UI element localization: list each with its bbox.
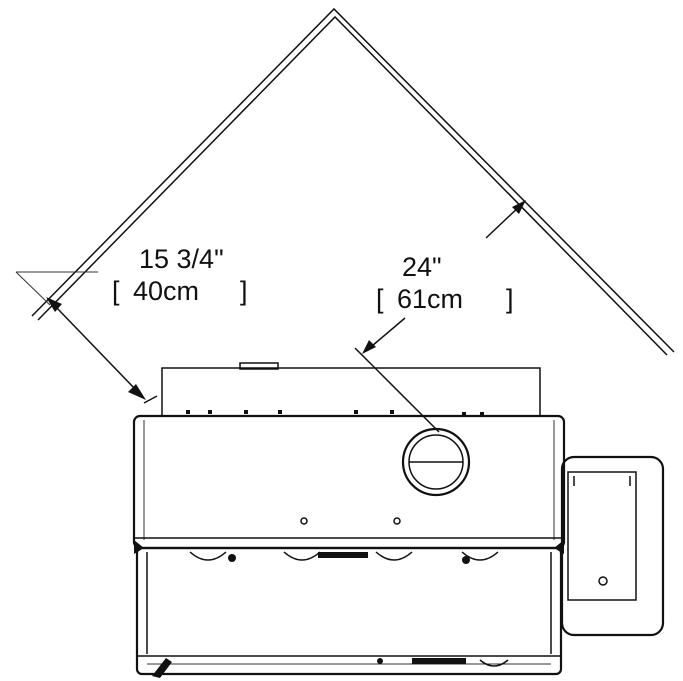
control-box-outer (560, 455, 665, 637)
corner-clearance-imperial: 24" (402, 252, 442, 282)
unit-rear-section (161, 367, 541, 417)
bottom-controls (152, 658, 509, 678)
burner-components (189, 551, 499, 564)
unit-rear-tab (239, 362, 279, 370)
corner-clearance-dimension (354, 200, 526, 433)
corner-clearance-label: 24" [ 61cm ] (376, 252, 514, 314)
side-clearance-dimension (15, 271, 158, 404)
unit-lower-body (135, 546, 563, 676)
svg-text:[: [ (376, 284, 384, 314)
side-clearance-metric: 40cm (133, 276, 199, 306)
side-clearance-imperial: 15 3/4" (139, 244, 224, 274)
vent-pipe (401, 427, 471, 497)
fireplace-unit (132, 362, 566, 678)
rear-fasteners (186, 410, 484, 416)
svg-text:]: ] (240, 276, 248, 306)
mount-hole (393, 517, 401, 525)
unit-main-body (132, 414, 566, 550)
control-box-hole (598, 576, 608, 586)
side-clearance-label: 15 3/4" [ 40cm ] (112, 244, 248, 306)
control-box-panel (567, 471, 637, 601)
svg-text:[: [ (112, 276, 120, 306)
corner-walls (31, 7, 675, 356)
side-control-box (560, 455, 665, 637)
corner-clearance-metric: 61cm (397, 284, 463, 314)
mount-hole (300, 517, 308, 525)
svg-text:]: ] (506, 284, 514, 314)
